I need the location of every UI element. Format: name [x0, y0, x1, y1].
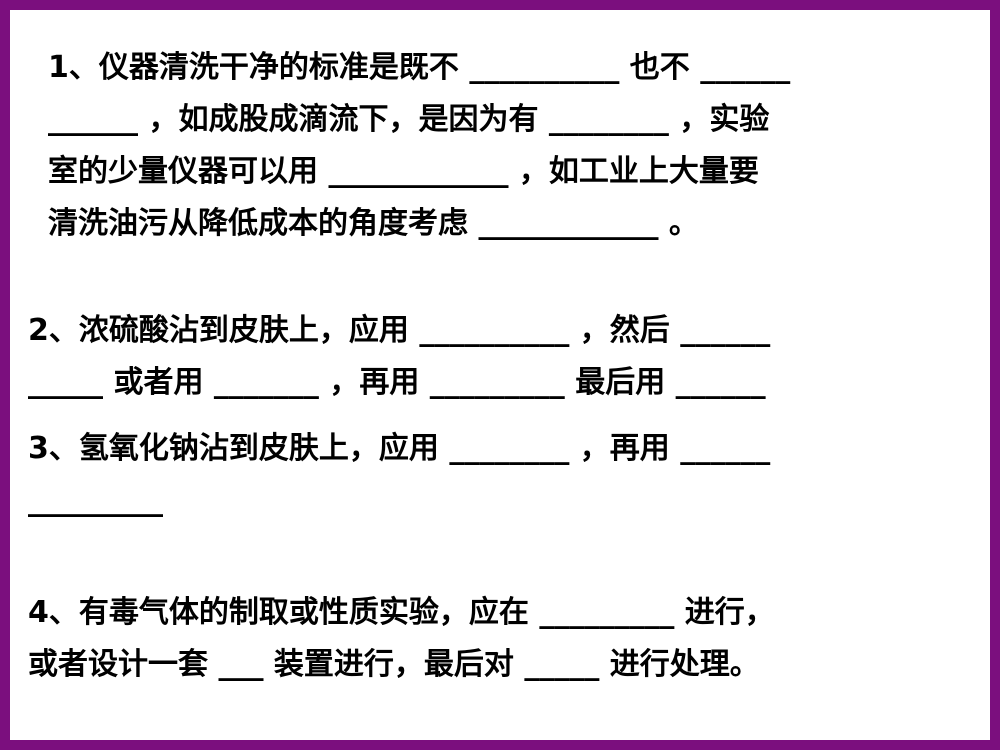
question-2-line-2: _____ 或者用 _______ ，再用 _________ 最后用 ____… — [28, 365, 766, 400]
question-1-line-1: 1、仪器清洗干净的标准是既不 __________ 也不 ______ — [48, 50, 791, 85]
question-1-line-3: 室的少量仪器可以用 ____________ ，如工业上大量要 — [48, 154, 759, 189]
question-4-line-2: 或者设计一套 ___ 装置进行，最后对 _____ 进行处理。 — [28, 647, 760, 682]
question-1-line-2: ______ ，如成股成滴流下，是因为有 ________ ，实验 — [48, 102, 770, 137]
question-4: 4、有毒气体的制取或性质实验，应在 _________ 进行， 或者设计一套 _… — [28, 588, 978, 728]
slide: 1、仪器清洗干净的标准是既不 __________ 也不 ______ ____… — [10, 10, 990, 740]
question-3-line-2: _________ — [28, 483, 163, 518]
question-3: 3、氢氧化钠沾到皮肤上，应用 ________ ，再用 ______ _____… — [28, 424, 978, 564]
question-2-line-1: 2、浓硫酸沾到皮肤上，应用 __________ ，然后 ______ — [28, 313, 771, 348]
question-2: 2、浓硫酸沾到皮肤上，应用 __________ ，然后 ______ ____… — [28, 306, 978, 446]
question-1: 1、仪器清洗干净的标准是既不 __________ 也不 ______ ____… — [48, 43, 968, 253]
question-4-line-1: 4、有毒气体的制取或性质实验，应在 _________ 进行， — [28, 595, 775, 630]
question-1-line-4: 清洗油污从降低成本的角度考虑 ____________ 。 — [48, 206, 699, 241]
question-3-line-1: 3、氢氧化钠沾到皮肤上，应用 ________ ，再用 ______ — [28, 431, 771, 466]
